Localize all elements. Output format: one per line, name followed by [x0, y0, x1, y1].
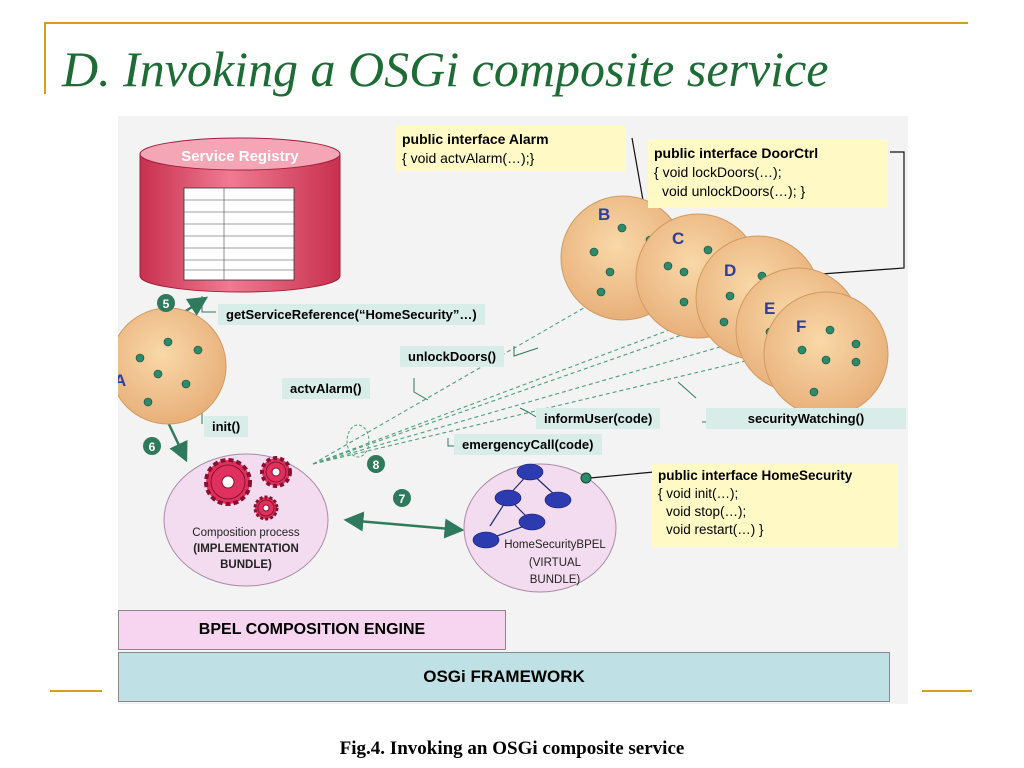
alarm-interface-name: public interface Alarm [402, 131, 549, 147]
bundle-a-label: A [118, 371, 126, 390]
call-init: init() [204, 416, 249, 437]
registry-table [183, 187, 295, 281]
figure: Service Registry [118, 116, 908, 704]
call-inform-user: informUser(code) [536, 408, 661, 429]
bottom-rule-right [922, 690, 972, 692]
svg-text:6: 6 [149, 440, 156, 454]
process-line1: Composition process [192, 527, 300, 539]
virtual-line2: (VIRTUAL [529, 557, 582, 569]
homesecurity-interface-line3: void restart(…) } [666, 522, 764, 537]
process-line3: BUNDLE) [220, 559, 272, 571]
call-actv-alarm: actvAlarm() [282, 378, 370, 399]
doorctrl-interface-note: public interface DoorCtrl { void lockDoo… [648, 140, 888, 208]
bundle-b-label: B [598, 205, 610, 224]
alarm-interface-line1: { void actvAlarm(…);} [402, 150, 535, 166]
gear-icon [204, 456, 292, 521]
call-unlock-doors: unlockDoors() [400, 346, 505, 367]
left-rule [44, 22, 46, 94]
svg-text:7: 7 [399, 492, 406, 506]
step-7-badge: 7 [393, 489, 411, 507]
figure-caption: Fig.4. Invoking an OSGi composite servic… [339, 738, 685, 759]
homesecurity-interface-line1: { void init(…); [658, 486, 739, 501]
homesecurity-pointer [589, 471, 655, 479]
bundle-a: A [118, 307, 227, 425]
step-6-badge: 6 [143, 437, 161, 455]
virtual-line3: BUNDLE) [530, 574, 581, 586]
composition-process-bundle: Composition process (IMPLEMENTATION BUND… [163, 453, 329, 587]
doorctrl-interface-name: public interface DoorCtrl [654, 145, 819, 161]
top-rule [44, 22, 968, 24]
bundle-f-label: F [796, 317, 806, 336]
invocation-lines [312, 293, 809, 465]
svg-text:5: 5 [163, 297, 170, 311]
svg-text:8: 8 [373, 458, 380, 472]
arrow-step-6 [164, 417, 188, 463]
homesecurity-interface-note: public interface HomeSecurity { void ini… [652, 464, 898, 548]
bundle-c-label: C [672, 229, 684, 248]
doorctrl-pointer [765, 151, 905, 279]
figure-drawing: Service Registry [118, 137, 905, 593]
registry-label: Service Registry [181, 148, 299, 165]
homesecurity-interface-name: public interface HomeSecurity [658, 468, 853, 483]
osgi-framework-bar: OSGi FRAMEWORK [118, 652, 890, 702]
doorctrl-interface-line1: { void lockDoors(…); [654, 164, 782, 180]
call-get-service-reference: getServiceReference(“HomeSecurity”…) [218, 304, 485, 325]
bundle-f: F [763, 291, 889, 417]
virtual-line1: HomeSecurityBPEL [504, 539, 606, 551]
service-registry: Service Registry [139, 137, 341, 293]
virtual-bundle: HomeSecurityBPEL (VIRTUAL BUNDLE) [463, 463, 617, 593]
doorctrl-interface-line2: void unlockDoors(…); } [662, 183, 806, 199]
bpel-engine-bar: BPEL COMPOSITION ENGINE [118, 610, 506, 650]
bottom-rule-left [50, 690, 102, 692]
step-8-badge: 8 [367, 455, 385, 473]
call-emergency-call: emergencyCall(code) [454, 434, 602, 455]
slide-title: D. Invoking a OSGi composite service [62, 41, 829, 97]
process-line2: (IMPLEMENTATION [193, 543, 299, 555]
bundle-d-label: D [724, 261, 736, 280]
arrow-step-7 [343, 511, 465, 539]
bundle-e-label: E [764, 299, 775, 318]
alarm-interface-note: public interface Alarm { void actvAlarm(… [396, 126, 626, 172]
dashed-focus-ellipse [346, 424, 370, 458]
call-security-watching: securityWatching() [706, 408, 906, 429]
homesecurity-interface-line2: void stop(…); [666, 504, 747, 519]
step-5-badge: 5 [157, 294, 175, 312]
